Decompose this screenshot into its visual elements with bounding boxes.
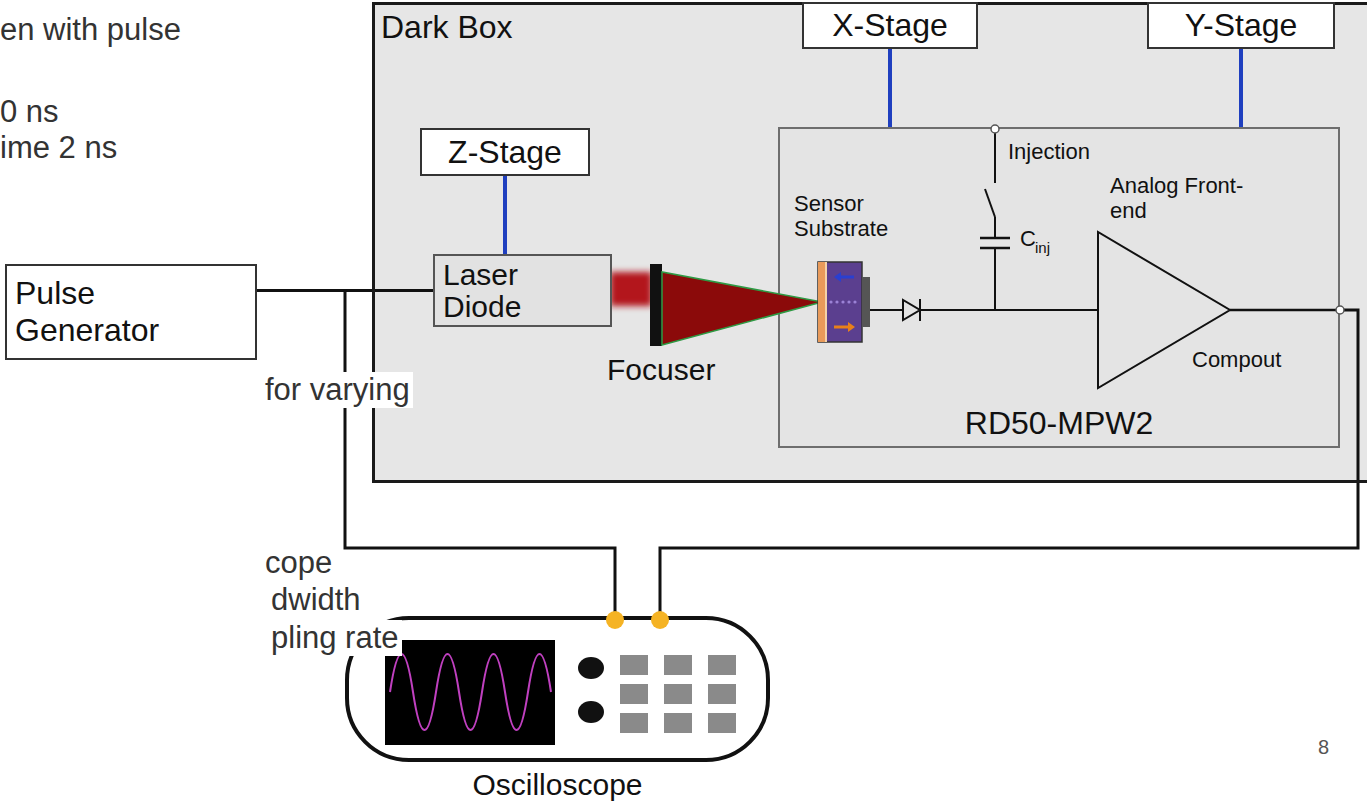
laser-beam: [662, 272, 822, 345]
sensor-electrode: [862, 277, 870, 327]
charge-track: [829, 300, 856, 303]
output-pad: [1336, 306, 1344, 314]
button-grid: [620, 655, 736, 733]
signal-wire: [257, 291, 615, 613]
node-text: Z-Stage: [448, 134, 562, 171]
label-text: inj: [1035, 239, 1050, 256]
node-text: Pulse Generator: [15, 275, 205, 349]
knob: [578, 701, 604, 723]
diode-symbol: [903, 300, 920, 320]
stage-box: Y-Stage: [1147, 2, 1335, 49]
label-text: Compout: [1192, 347, 1281, 372]
node-text: X-Stage: [832, 7, 948, 44]
laser-glow: [610, 272, 652, 306]
oscilloscope-drawing: [345, 612, 770, 768]
label-text: Injection: [1008, 139, 1090, 164]
stage-box: X-Stage: [802, 2, 978, 49]
electron-drift-arrow: [834, 326, 848, 329]
stage-link: [888, 49, 892, 127]
input-wire: [920, 309, 1098, 311]
oscilloscope-screen: [385, 640, 555, 745]
label-text: 8: [1318, 736, 1329, 759]
sensor-implant: [818, 262, 825, 342]
focuser-lens: [650, 264, 662, 346]
stage-box: Z-Stage: [420, 128, 590, 176]
knob: [578, 657, 604, 679]
oscilloscope-node: Oscilloscope: [345, 612, 770, 804]
injection-pad: [991, 125, 999, 133]
node-text: Dark Box: [381, 9, 513, 46]
label-text: en with pulse: [0, 12, 181, 48]
dark-box-fill: [372, 2, 1367, 483]
label-text: C: [1020, 226, 1036, 251]
cap-wire: [994, 217, 996, 238]
hole-drift-arrow: [840, 276, 854, 279]
enclosure-box: Dark Box X-Stage Y-StageZ-StageLaser Diode…: [372, 2, 1367, 483]
node-text: Oscilloscope: [472, 768, 642, 803]
sensor-wire: [870, 309, 903, 311]
capacitor-plate: [980, 247, 1010, 250]
input-connector: [651, 611, 669, 629]
sensor-bulk: [818, 262, 862, 342]
injection-switch: [985, 189, 995, 217]
node-text: Y-Stage: [1185, 7, 1298, 44]
label-text: ime 2 ns: [0, 130, 117, 166]
oscilloscope-body: [347, 618, 768, 760]
sensor-implant-edge: [825, 262, 827, 342]
output-wire: [1230, 309, 1340, 312]
label-text: Analog Front-end: [1110, 173, 1250, 224]
input-connector: [606, 611, 624, 629]
label-text: pling rate: [268, 620, 402, 656]
label-text: Sensor Substrate: [794, 191, 919, 242]
label-text: Focuser: [607, 353, 715, 388]
cap-wire: [994, 248, 996, 310]
label-text: dwidth: [268, 582, 364, 618]
node-text: RD50-MPW2: [965, 405, 1153, 442]
stage-link: [503, 176, 507, 254]
injection-wire: [994, 131, 996, 183]
sine-trace: [390, 654, 551, 730]
stage-link: [1239, 49, 1243, 127]
label-text: cope: [262, 545, 335, 581]
label-text: 0 ns: [0, 94, 59, 130]
label-text: for varying: [262, 372, 413, 408]
generator-box: Pulse Generator: [5, 264, 257, 360]
node-text: Laser Diode: [443, 259, 593, 322]
hole-drift-head: [834, 272, 841, 282]
electron-drift-head: [848, 322, 855, 332]
laser-box: Laser Diode: [433, 254, 612, 327]
chip-box: RD50-MPW2 Sensor Substrate InjectionCinj An…: [778, 127, 1340, 448]
